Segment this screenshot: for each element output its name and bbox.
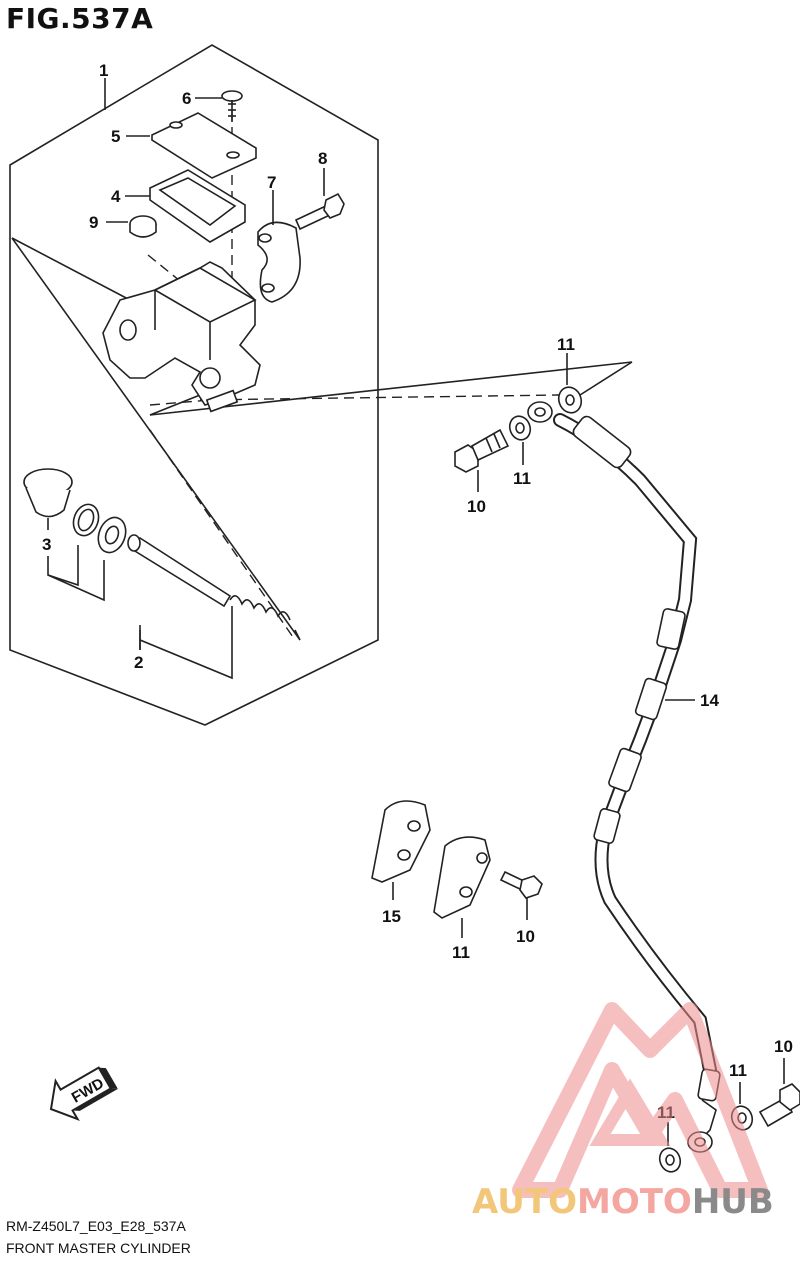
watermark-moto: MOTO [577,1182,692,1222]
part-washer-11-a [557,386,583,414]
figure-caption: FRONT MASTER CYLINDER [6,1240,191,1256]
assembly-outline [9,44,379,726]
callout-1: 1 [99,61,108,80]
callout-10-a: 10 [467,497,486,516]
callout-4: 4 [111,187,121,206]
callout-6: 6 [182,89,191,108]
fwd-arrow-icon: FWD [49,1066,118,1122]
callout-14: 11 [452,943,470,962]
part-washer-11-b [508,415,532,441]
callout-11-b: 11 [513,469,531,488]
callout-5: 5 [111,127,120,146]
model-code: RM-Z450L7_E03_E28_537A [6,1218,186,1234]
svg-text:AUTOMOTOHUB: AUTOMOTOHUB [472,1182,774,1222]
callout-8: 8 [318,149,327,168]
triangle-logo-icon [512,1002,768,1198]
part-banjo-bolt-10-a [454,428,510,473]
reference-lines-left [11,237,301,641]
part-cap-5 [151,112,257,179]
part-clamp-7 [257,221,301,303]
part-hose-guide-14 [433,836,491,919]
part-screw-6 [221,90,243,122]
part-boot-3 [23,468,73,518]
callout-line-2 [139,606,233,680]
callout-9: 9 [89,213,98,232]
part-washer [97,516,127,554]
part-diaphragm-4 [149,169,246,243]
callout-10-b: 10 [774,1037,793,1056]
callout-15: 10 [516,927,535,946]
ref-dash-4 [149,399,211,406]
callout-2: 2 [134,653,143,672]
part-bolt-8 [294,192,345,231]
ref-line-d [579,361,633,396]
callout-11-c: 11 [729,1061,747,1080]
part-banjo-bolt-10-b [758,1083,800,1128]
part-master-cylinder-body [102,261,261,413]
ref-dash-5 [149,429,296,641]
figure-title: FIG.537A [6,2,154,35]
watermark-text: AUTOMOTOHUB [472,1182,774,1222]
ref-dash-1 [199,394,561,401]
callout-line-3b [47,545,79,587]
part-sight-glass-9 [129,215,157,238]
ref-line-b [149,361,633,416]
part-bolt-15 [499,870,543,899]
callout-7: 7 [267,173,276,192]
ref-line-c [149,394,201,416]
ref-line-a [11,237,131,301]
part-brake-hose-12 [527,401,721,1153]
callout-3: 3 [42,535,51,554]
callout-12: 14 [700,691,719,710]
watermark-auto: AUTO [472,1182,577,1222]
watermark-hub: HUB [692,1182,774,1222]
part-circlip [72,503,100,537]
callout-line-3c [47,560,105,602]
callout-13: 15 [382,907,401,926]
part-piston-2 [127,534,291,621]
callout-11-a: 11 [557,335,575,354]
part-hose-guide-13 [371,800,431,883]
part-washer-11-d [658,1147,682,1173]
